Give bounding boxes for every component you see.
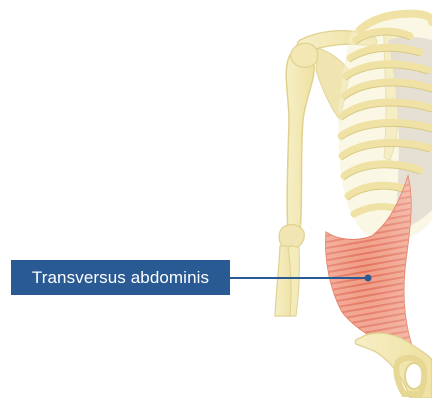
pointer-dot xyxy=(365,275,372,282)
pelvis xyxy=(355,333,432,398)
humerus xyxy=(286,51,314,233)
shoulder-head xyxy=(291,43,319,67)
muscle-label-text: Transversus abdominis xyxy=(32,268,209,288)
muscle-label: Transversus abdominis xyxy=(11,260,230,295)
rib-cage xyxy=(338,13,432,242)
arm-bones xyxy=(275,51,314,316)
